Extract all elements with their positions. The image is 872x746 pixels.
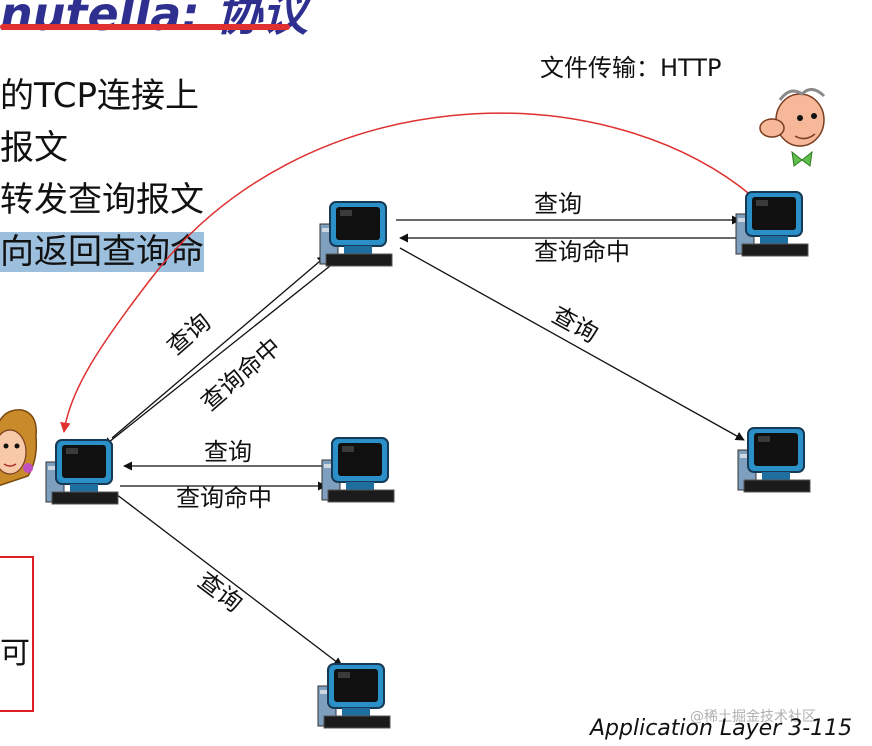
link-query-left — [111, 255, 327, 439]
woman-face-icon — [0, 409, 38, 487]
peer-computer-right-top — [735, 191, 809, 257]
slide-footer: Application Layer 3-115 — [590, 716, 853, 741]
title-underline — [0, 24, 290, 30]
label-hit-top: 查询命中 — [534, 238, 630, 266]
bullet-2: 报文 — [0, 128, 68, 168]
label-query-bottom: 查询 — [192, 566, 247, 617]
watermark: @稀土掘金技术社区 — [690, 709, 816, 725]
label-query-right: 查询 — [547, 301, 603, 349]
slide-title: nutella: 协议 — [0, 0, 308, 41]
note-box-text: 可 — [0, 636, 30, 671]
http-transfer-arc — [60, 112, 753, 434]
label-query-left: 查询 — [162, 308, 217, 361]
label-query-mid: 查询 — [204, 438, 252, 466]
label-hit-left: 查询命中 — [196, 332, 287, 416]
peer-computer-right — [737, 427, 811, 493]
bullet-list: 的TCP连接上 报文 转发查询报文 向返回查询命 — [0, 70, 204, 278]
label-query-top: 查询 — [534, 190, 582, 218]
bullet-1: 的TCP连接上 — [0, 76, 200, 116]
bullet-3: 转发查询报文 — [0, 180, 204, 220]
peer-computer-top — [319, 201, 393, 267]
link-hit-left — [103, 257, 341, 447]
peer-computer-bottom — [317, 663, 391, 729]
note-box: 可 — [0, 556, 34, 712]
link-query-bottom — [115, 493, 343, 667]
link-query-right — [399, 247, 745, 441]
peer-computer-middle — [321, 437, 395, 503]
label-hit-mid: 查询命中 — [176, 484, 272, 512]
man-face-icon — [759, 88, 826, 167]
peer-computer-left — [45, 439, 119, 505]
bullet-4-highlighted: 向返回查询命 — [0, 232, 204, 272]
label-file-transfer: 文件传输：HTTP — [540, 54, 721, 82]
